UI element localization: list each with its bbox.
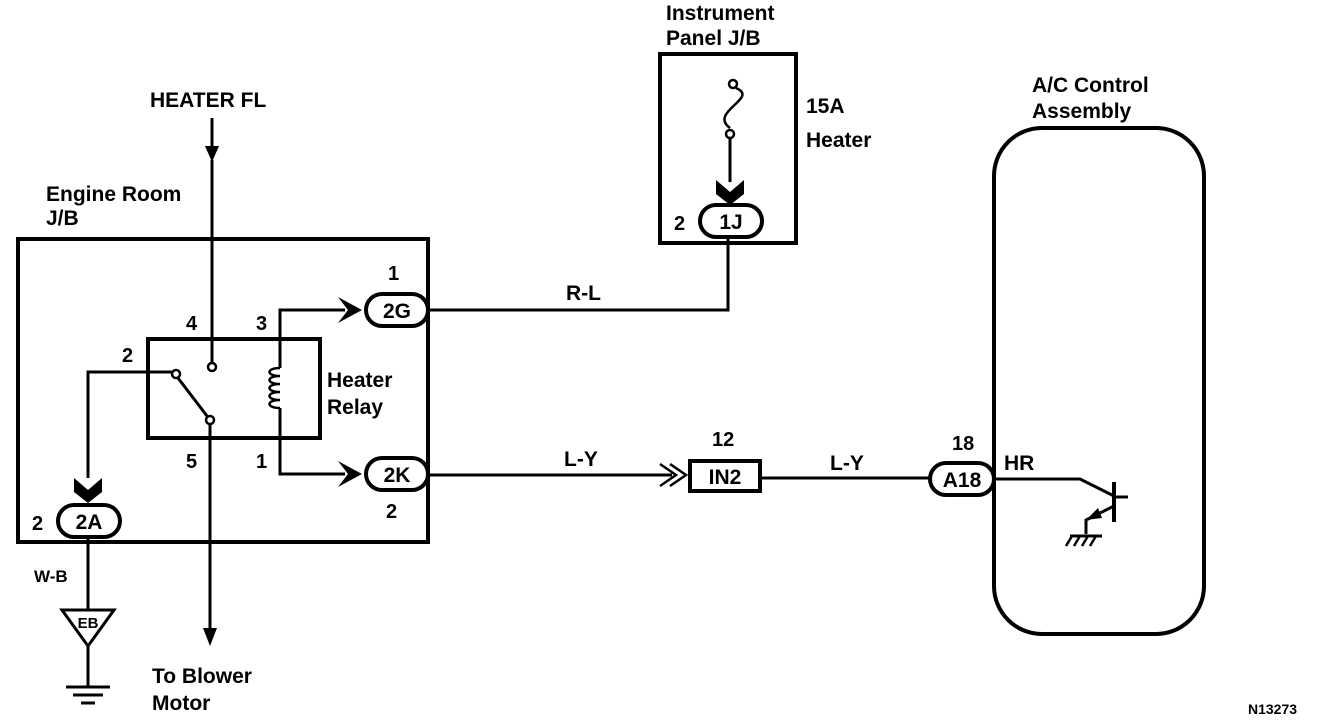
to-blower-label-1: To Blower — [152, 665, 252, 688]
instrument-panel-label-2: Panel J/B — [666, 27, 761, 50]
connector-2k-male-icon — [338, 461, 362, 487]
instrument-panel-jb: Instrument Panel J/B 15A Heater 1J 2 — [658, 2, 871, 245]
relay-pin-1: 1 — [256, 451, 267, 473]
connector-2k-code: 2K — [384, 464, 411, 487]
heater-fl-input: HEATER FL — [150, 89, 266, 162]
wire-rl-label: R-L — [566, 282, 601, 305]
wire-ly1-label: L-Y — [564, 448, 598, 471]
fuse-name-label: Heater — [806, 129, 871, 152]
ac-control-assembly: A/C Control Assembly A18 18 HR — [928, 74, 1206, 636]
connector-2a-pin: 2 — [32, 513, 43, 535]
ground-eb: EB — [59, 608, 117, 705]
to-blower-arrow-icon — [203, 628, 217, 646]
relay-switch-arm — [176, 377, 209, 417]
hr-signal-label: HR — [1004, 452, 1034, 475]
connector-2k: 2K 2 — [338, 456, 430, 523]
connector-2a-code: 2A — [76, 511, 103, 534]
chassis-ground-icon — [1064, 534, 1102, 547]
relay-pin-3: 3 — [256, 313, 267, 335]
ac-control-label-1: A/C Control — [1032, 74, 1149, 97]
connector-in2-code: IN2 — [709, 466, 742, 489]
connector-a18-code: A18 — [943, 469, 982, 492]
connector-2k-pin: 2 — [386, 501, 397, 523]
heater-relay-label-1: Heater — [327, 369, 392, 392]
connector-2a-male-icon — [74, 478, 102, 503]
connector-1j-code: 1J — [719, 211, 742, 234]
connector-2g: 2G 1 — [338, 263, 430, 328]
engine-room-jb-label-1: Engine Room — [46, 183, 181, 206]
connector-in2-male-icon — [659, 462, 679, 488]
connector-1j-pin: 2 — [674, 213, 685, 235]
connector-2a: 2A 2 — [32, 478, 122, 539]
fuse-icon — [723, 78, 744, 140]
heater-relay-label-2: Relay — [327, 396, 383, 419]
wire-ly2-label: L-Y — [830, 452, 864, 475]
wire-wb-label: W-B — [34, 567, 68, 586]
ac-control-label-2: Assembly — [1032, 100, 1132, 123]
diagram-id: N13273 — [1248, 701, 1297, 717]
input-arrow-icon — [205, 146, 219, 162]
relay-pin-5: 5 — [186, 451, 197, 473]
fuse-rating-label: 15A — [806, 95, 845, 118]
transistor-icon — [994, 477, 1128, 534]
heater-fl-label: HEATER FL — [150, 89, 266, 112]
engine-room-jb-label-2: J/B — [46, 207, 79, 230]
connector-2g-male-icon — [338, 297, 362, 323]
to-blower-label-2: Motor — [152, 692, 210, 715]
engine-room-jb: Engine Room J/B — [16, 183, 430, 544]
heater-relay: Heater Relay 4 3 2 5 1 — [122, 313, 392, 473]
connector-1j-female-icon — [716, 180, 744, 205]
connector-2g-code: 2G — [383, 300, 411, 323]
relay-coil-icon — [268, 366, 281, 410]
connector-in2-pin: 12 — [712, 429, 734, 451]
connector-in2: IN2 12 — [659, 429, 762, 493]
connector-2g-pin: 1 — [388, 263, 399, 285]
instrument-panel-label-1: Instrument — [666, 2, 775, 25]
relay-pin-4: 4 — [186, 313, 198, 335]
ground-eb-label: EB — [78, 615, 99, 632]
connector-a18-pin: 18 — [952, 433, 974, 455]
ground-icon — [66, 685, 110, 705]
relay-pin-2: 2 — [122, 345, 133, 367]
